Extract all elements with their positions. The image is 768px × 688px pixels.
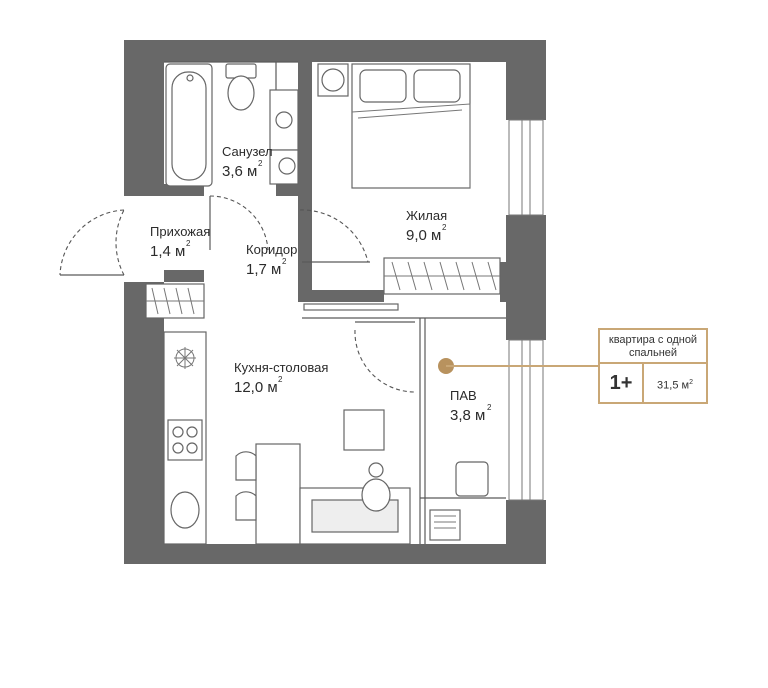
room-name: Коридор xyxy=(246,242,297,257)
total-area-value: 31,5 м xyxy=(657,379,690,392)
doors xyxy=(59,195,416,393)
room-area: 1,7 м xyxy=(246,261,281,278)
apartment-info-box: квартира с одной спальней 1+ 31,5 м2 xyxy=(598,328,708,404)
room-label-pav: ПАВ 3,8 м 2 xyxy=(450,388,492,424)
room-name: Санузел xyxy=(222,144,273,159)
pav-furniture xyxy=(429,461,489,541)
area-unit-sup: 2 xyxy=(258,159,263,168)
room-name: Кухня-столовая xyxy=(234,360,328,375)
room-label-kitchen: Кухня-столовая 12,0 м 2 xyxy=(234,360,328,396)
room-name: ПАВ xyxy=(450,388,477,403)
room-name: Жилая xyxy=(406,208,447,223)
kitchen-furniture xyxy=(163,303,411,545)
hallway-furniture xyxy=(145,283,205,319)
area-unit-sup: 2 xyxy=(186,239,191,248)
room-name: Прихожая xyxy=(150,224,210,239)
apartment-total-area: 31,5 м2 xyxy=(644,364,706,402)
room-area: 12,0 м xyxy=(234,379,278,396)
area-unit-sup: 2 xyxy=(282,257,287,266)
room-area: 9,0 м xyxy=(406,227,441,244)
area-unit-sup: 2 xyxy=(487,403,492,412)
bedroom-furniture xyxy=(317,63,501,295)
room-label-bedroom: Жилая 9,0 м 2 xyxy=(406,208,447,244)
room-area: 3,6 м xyxy=(222,163,257,180)
apartment-type-code: 1+ xyxy=(600,364,644,402)
apartment-marker xyxy=(438,358,598,374)
bathroom-fixtures xyxy=(165,63,299,187)
room-area: 1,4 м xyxy=(150,243,185,260)
apartment-type-title: квартира с одной спальней xyxy=(600,330,706,364)
room-label-bathroom: Санузел 3,6 м 2 xyxy=(222,144,273,180)
room-label-hallway: Прихожая 1,4 м 2 xyxy=(150,224,210,260)
total-area-unit-sup: 2 xyxy=(689,379,693,386)
room-area: 3,8 м xyxy=(450,407,485,424)
area-unit-sup: 2 xyxy=(278,375,283,384)
outer-walls xyxy=(124,40,546,564)
room-label-corridor: Коридор 1,7 м 2 xyxy=(246,242,297,278)
area-unit-sup: 2 xyxy=(442,223,447,232)
